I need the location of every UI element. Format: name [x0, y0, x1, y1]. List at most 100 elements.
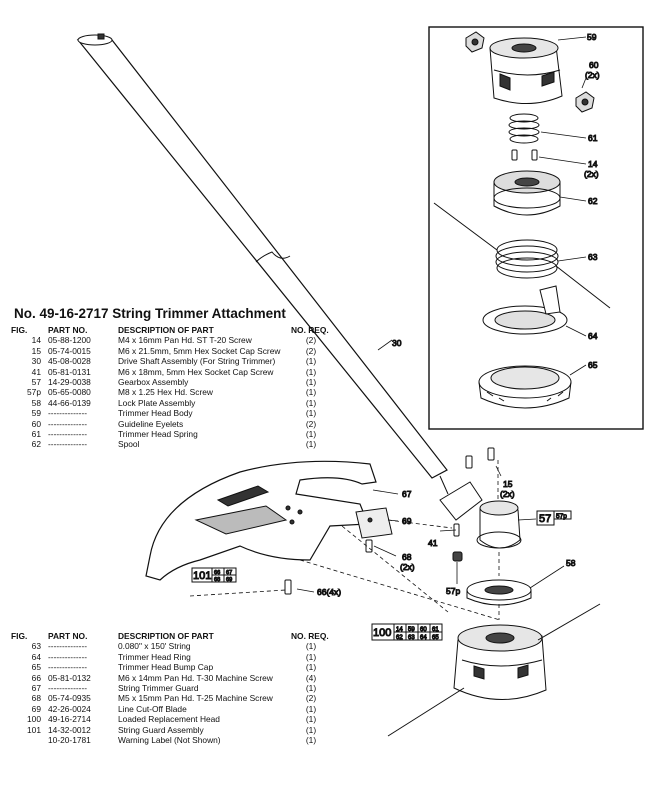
table-row: 66 05-81-0132 M6 x 14mm Pan Hd. T-30 Machi…: [11, 673, 331, 683]
cell-part-no: --------------: [48, 418, 88, 429]
cell-part-no: --------------: [48, 439, 88, 450]
cell-no-req: (1): [305, 683, 317, 694]
callout-30: 30: [392, 338, 402, 348]
callout-63: 63: [588, 252, 598, 262]
cell-part-no: --------------: [48, 429, 88, 440]
cell-no-req: (1): [305, 397, 317, 408]
part-61-spring: [508, 113, 540, 144]
header-description: DESCRIPTION OF PART: [118, 325, 214, 335]
callout-57: 57: [539, 513, 551, 525]
table-row: 67--------------String Trimmer Guard(1): [11, 683, 331, 693]
parts-table-2-body: 63--------------0.080" x 150' String(1)6…: [11, 641, 331, 745]
callout-101: 101: [193, 570, 211, 582]
cell-no-req: (1): [305, 408, 317, 419]
box100-ref-6: 64: [420, 635, 427, 641]
callout-60-qty: (2x): [585, 70, 600, 80]
cell-no-req: (1): [305, 714, 317, 725]
cell-fig: 61: [31, 429, 41, 440]
cell-no-req: (1): [305, 387, 317, 398]
cell-description: Trimmer Head Bump Cap: [118, 662, 214, 673]
inset-leaders: [538, 36, 587, 376]
cell-fig: 57: [31, 377, 41, 388]
cell-fig: 30: [31, 356, 41, 367]
header-description: DESCRIPTION OF PART: [118, 631, 214, 641]
box101-ref-1: 67: [226, 570, 232, 576]
callout-58: 58: [566, 558, 576, 568]
part-65-bump-cap: [478, 365, 572, 409]
cell-description: M6 x 14mm Pan Hd. T-30 Machine Screw: [118, 672, 273, 683]
cell-description: Trimmer Head Spring: [118, 429, 198, 440]
cell-no-req: (1): [305, 662, 317, 673]
callout-62: 62: [588, 196, 598, 206]
box100-ref-0: 14: [396, 627, 403, 633]
header-part-no: PART NO.: [48, 631, 88, 641]
cell-fig: 57p: [27, 387, 41, 398]
cell-fig: 67: [31, 683, 41, 694]
table-row: 59--------------Trimmer Head Body(1): [11, 408, 331, 418]
callout-57-sub: 57p: [556, 513, 567, 520]
cell-description: 0.080" x 150' String: [118, 641, 191, 652]
cell-part-no: 05-74-0935: [48, 693, 91, 704]
cell-description: M4 x 16mm Pan Hd. ST T-20 Screw: [118, 335, 252, 346]
part-100-loaded-head: [387, 603, 601, 737]
table-row: 60--------------Guideline Eyelets(2): [11, 419, 331, 429]
box100-ref-5: 63: [408, 635, 415, 641]
part-59-trimmer-head-body: [489, 37, 563, 105]
callout-14: 14: [588, 159, 598, 169]
cell-fig: 62: [31, 439, 41, 450]
cell-no-req: (2): [305, 335, 317, 346]
cell-description: Warning Label (Not Shown): [118, 735, 221, 746]
callout-68-qty: (2x): [400, 562, 415, 572]
cell-fig: 100: [27, 714, 41, 725]
part-62-spool: [493, 170, 561, 216]
box100-ref-1: 59: [408, 627, 415, 633]
cell-no-req: (1): [305, 429, 317, 440]
callout-69: 69: [402, 516, 412, 526]
cell-no-req: (1): [305, 439, 317, 450]
table-row: 62--------------Spool(1): [11, 439, 331, 449]
table-row: 65--------------Trimmer Head Bump Cap(1): [11, 662, 331, 672]
cell-fig: 66: [31, 672, 41, 683]
cell-part-no: 42-26-0024: [48, 703, 91, 714]
cell-no-req: (1): [305, 377, 317, 388]
part-30-drive-shaft: [76, 33, 449, 495]
cell-part-no: 05-74-0015: [48, 345, 91, 356]
callout-67: 67: [402, 489, 412, 499]
part-14-screws: [511, 149, 538, 161]
table-header-row: FIG. PART NO. DESCRIPTION OF PART NO. RE…: [11, 631, 331, 641]
callout-14-qty: (2x): [584, 169, 599, 179]
box100-ref-2: 60: [420, 627, 427, 633]
cell-fig: 41: [31, 366, 41, 377]
table-row: 64--------------Trimmer Head Ring(1): [11, 652, 331, 662]
cell-no-req: (1): [305, 703, 317, 714]
box100-ref-7: 65: [432, 635, 439, 641]
cell-description: M6 x 21.5mm, 5mm Hex Socket Cap Screw: [118, 345, 281, 356]
cell-no-req: (1): [305, 356, 317, 367]
part-57p-screw: [452, 551, 463, 562]
cell-part-no: 05-81-0132: [48, 672, 91, 683]
part-58-lock-plate: [466, 579, 532, 606]
part-60-eyelets: [465, 31, 595, 113]
cell-no-req: (2): [305, 693, 317, 704]
cell-no-req: (1): [305, 735, 317, 746]
callout-57p: 57p: [446, 586, 460, 596]
cell-fig: 63: [31, 641, 41, 652]
part-68-screws: [365, 539, 373, 553]
cell-description: Guideline Eyelets: [118, 418, 184, 429]
callout-61: 61: [588, 133, 598, 143]
cell-description: Loaded Replacement Head: [118, 714, 220, 725]
cell-description: Gearbox Assembly: [118, 377, 189, 388]
cell-no-req: (1): [305, 724, 317, 735]
header-fig: FIG.: [11, 631, 28, 641]
cell-part-no: --------------: [48, 683, 88, 694]
